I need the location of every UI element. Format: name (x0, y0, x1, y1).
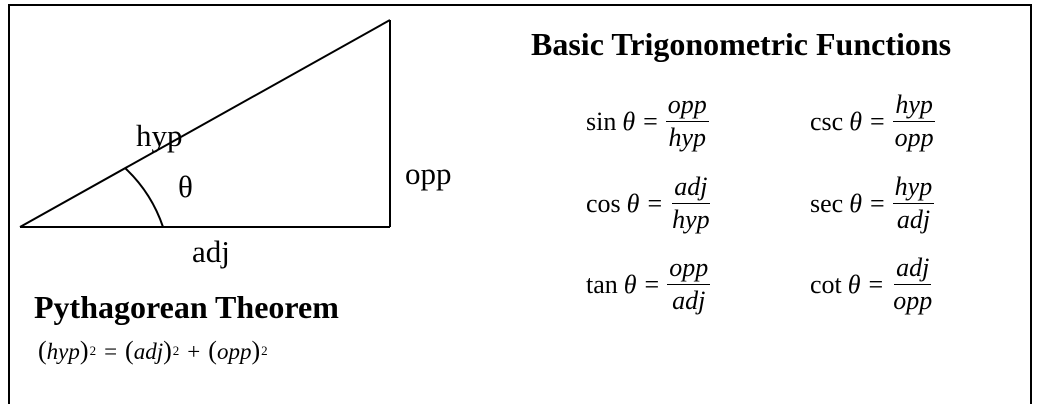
pyth-exp-1: 2 (89, 343, 97, 358)
trig-equals: = (643, 106, 658, 136)
trig-numerator: opp (667, 255, 711, 285)
angle-arc (124, 167, 164, 228)
trig-denominator: opp (893, 286, 933, 315)
trig-fn-name: cos (586, 188, 621, 218)
pythagorean-equation: (hyp)2 = (adj)2 + (opp)2 (38, 336, 268, 365)
adj-label: adj (192, 234, 230, 269)
trig-theta: θ (847, 269, 861, 299)
trig-theta: θ (849, 188, 862, 218)
trig-numerator: opp (665, 92, 709, 122)
trig-fn-name: tan (586, 269, 618, 299)
pyth-exp-2: 2 (172, 343, 180, 358)
trig-denominator: adj (672, 286, 706, 315)
trig-denominator: adj (896, 205, 931, 234)
trig-denominator: hyp (672, 205, 710, 234)
trig-theta: θ (849, 106, 862, 136)
right-triangle (19, 19, 391, 228)
pyth-adj: adj (133, 339, 164, 364)
trig-equals: = (869, 188, 885, 218)
pyth-equals: = (104, 339, 118, 364)
pyth-hyp: hyp (46, 339, 80, 364)
trig-numerator: adj (672, 174, 710, 204)
trig-numerator: hyp (893, 92, 935, 122)
trig-numerator: hyp (892, 174, 935, 204)
trig-equals: = (869, 106, 885, 136)
trig-fn-name: csc (810, 106, 844, 136)
trig-equals: = (647, 188, 663, 218)
pyth-plus: + (187, 339, 201, 364)
pyth-opp: opp (216, 339, 252, 364)
pyth-exp-3: 2 (261, 343, 268, 358)
trig-equals: = (644, 269, 660, 299)
trig-fn-name: cot (810, 269, 842, 299)
hypotenuse-line (19, 19, 391, 228)
theta-label: θ (178, 169, 193, 204)
trig-theta: θ (622, 106, 636, 136)
trig-theta: θ (626, 188, 640, 218)
trig-denominator: opp (894, 123, 934, 152)
opp-label: opp (405, 156, 452, 191)
trig-theta: θ (623, 269, 637, 299)
trig-title: Basic Trigonometric Functions (531, 26, 952, 62)
diagram-frame (8, 4, 1032, 404)
trig-fn-name: sec (810, 188, 844, 218)
trig-numerator: adj (894, 255, 932, 285)
trig-fn-name: sin (586, 106, 617, 136)
trig-denominator: hyp (668, 123, 707, 152)
hyp-label: hyp (136, 118, 183, 153)
trig-equals: = (868, 269, 884, 299)
pythagorean-title: Pythagorean Theorem (34, 289, 339, 325)
